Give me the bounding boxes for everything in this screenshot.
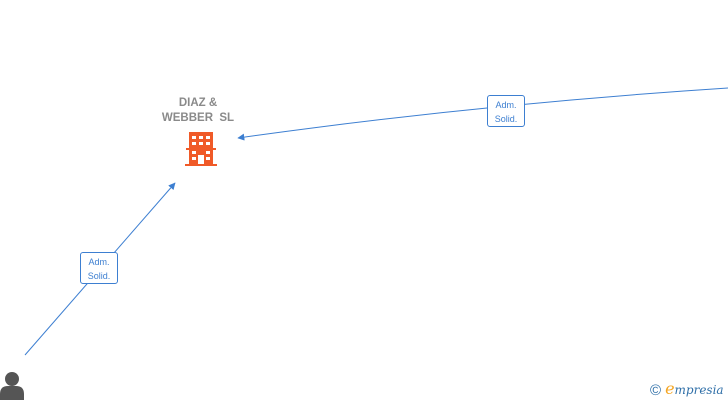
building-icon[interactable] [185, 132, 217, 166]
company-name-line-1: DIAZ & [178, 97, 218, 109]
company-name-line-2: WEBBER SL [161, 112, 235, 124]
copyright-icon: © [650, 382, 662, 399]
edge-label-line-2: Solid. [494, 114, 518, 124]
person-icon[interactable] [0, 372, 24, 400]
edge-label-line-1: Adm. [495, 100, 517, 110]
edge-label-from-person[interactable]: Adm. Solid. [80, 252, 118, 284]
brand-name: mpresia [674, 383, 724, 397]
edge-label-line-1: Adm. [88, 257, 110, 267]
brand-initial: e [665, 379, 675, 398]
company-name[interactable]: DIAZ & WEBBER SL [150, 96, 246, 126]
edge-line-from-right [237, 87, 728, 141]
edge-label-from-right[interactable]: Adm. Solid. [487, 95, 525, 127]
edge-label-line-2: Solid. [87, 271, 111, 281]
brand-logo[interactable]: ©empresia [650, 379, 724, 399]
